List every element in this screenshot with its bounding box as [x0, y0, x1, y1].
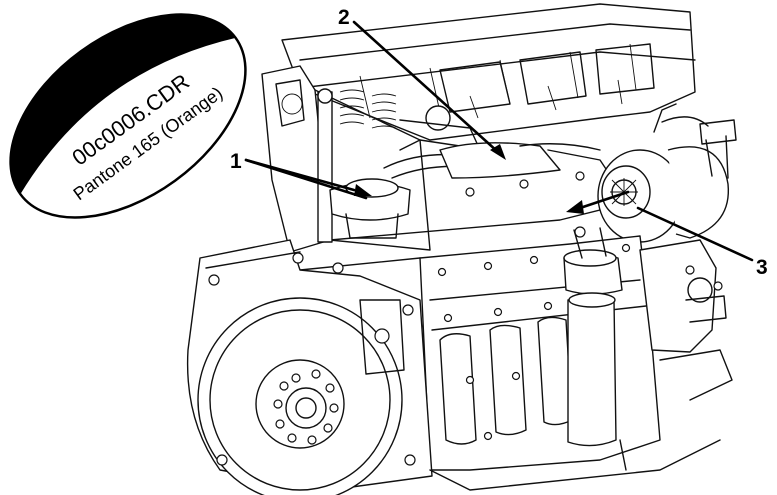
- callout-2-leader: [352, 20, 500, 154]
- oil-filter: [563, 226, 623, 447]
- engine-drawing: [186, 3, 737, 495]
- callout-3-label: 3: [756, 256, 768, 279]
- callout-3: 3: [566, 190, 768, 279]
- callout-1-leader-b: [244, 158, 368, 200]
- callout-3-arrow: [578, 190, 630, 210]
- oil-pan: [429, 439, 721, 491]
- side-accessories: [639, 239, 733, 401]
- callout-2-label: 2: [338, 6, 350, 29]
- charge-air-pipe: [439, 142, 645, 197]
- valve-cover: [281, 3, 696, 141]
- callout-3-arrowhead: [566, 200, 584, 214]
- callout-2: 2: [338, 6, 506, 160]
- color-insert-stamp: Вставьте цветной файл 00c0006.CDR Panton…: [9, 13, 247, 219]
- callout-1-label: 1: [230, 150, 242, 173]
- callout-3-leader: [636, 206, 754, 262]
- stamp-dark-cap: [10, 14, 236, 195]
- callout-1: 1: [230, 150, 372, 200]
- callout-1-arrowhead: [354, 184, 372, 196]
- flywheel-housing: [186, 239, 433, 495]
- callout-2-arrowhead: [490, 144, 506, 160]
